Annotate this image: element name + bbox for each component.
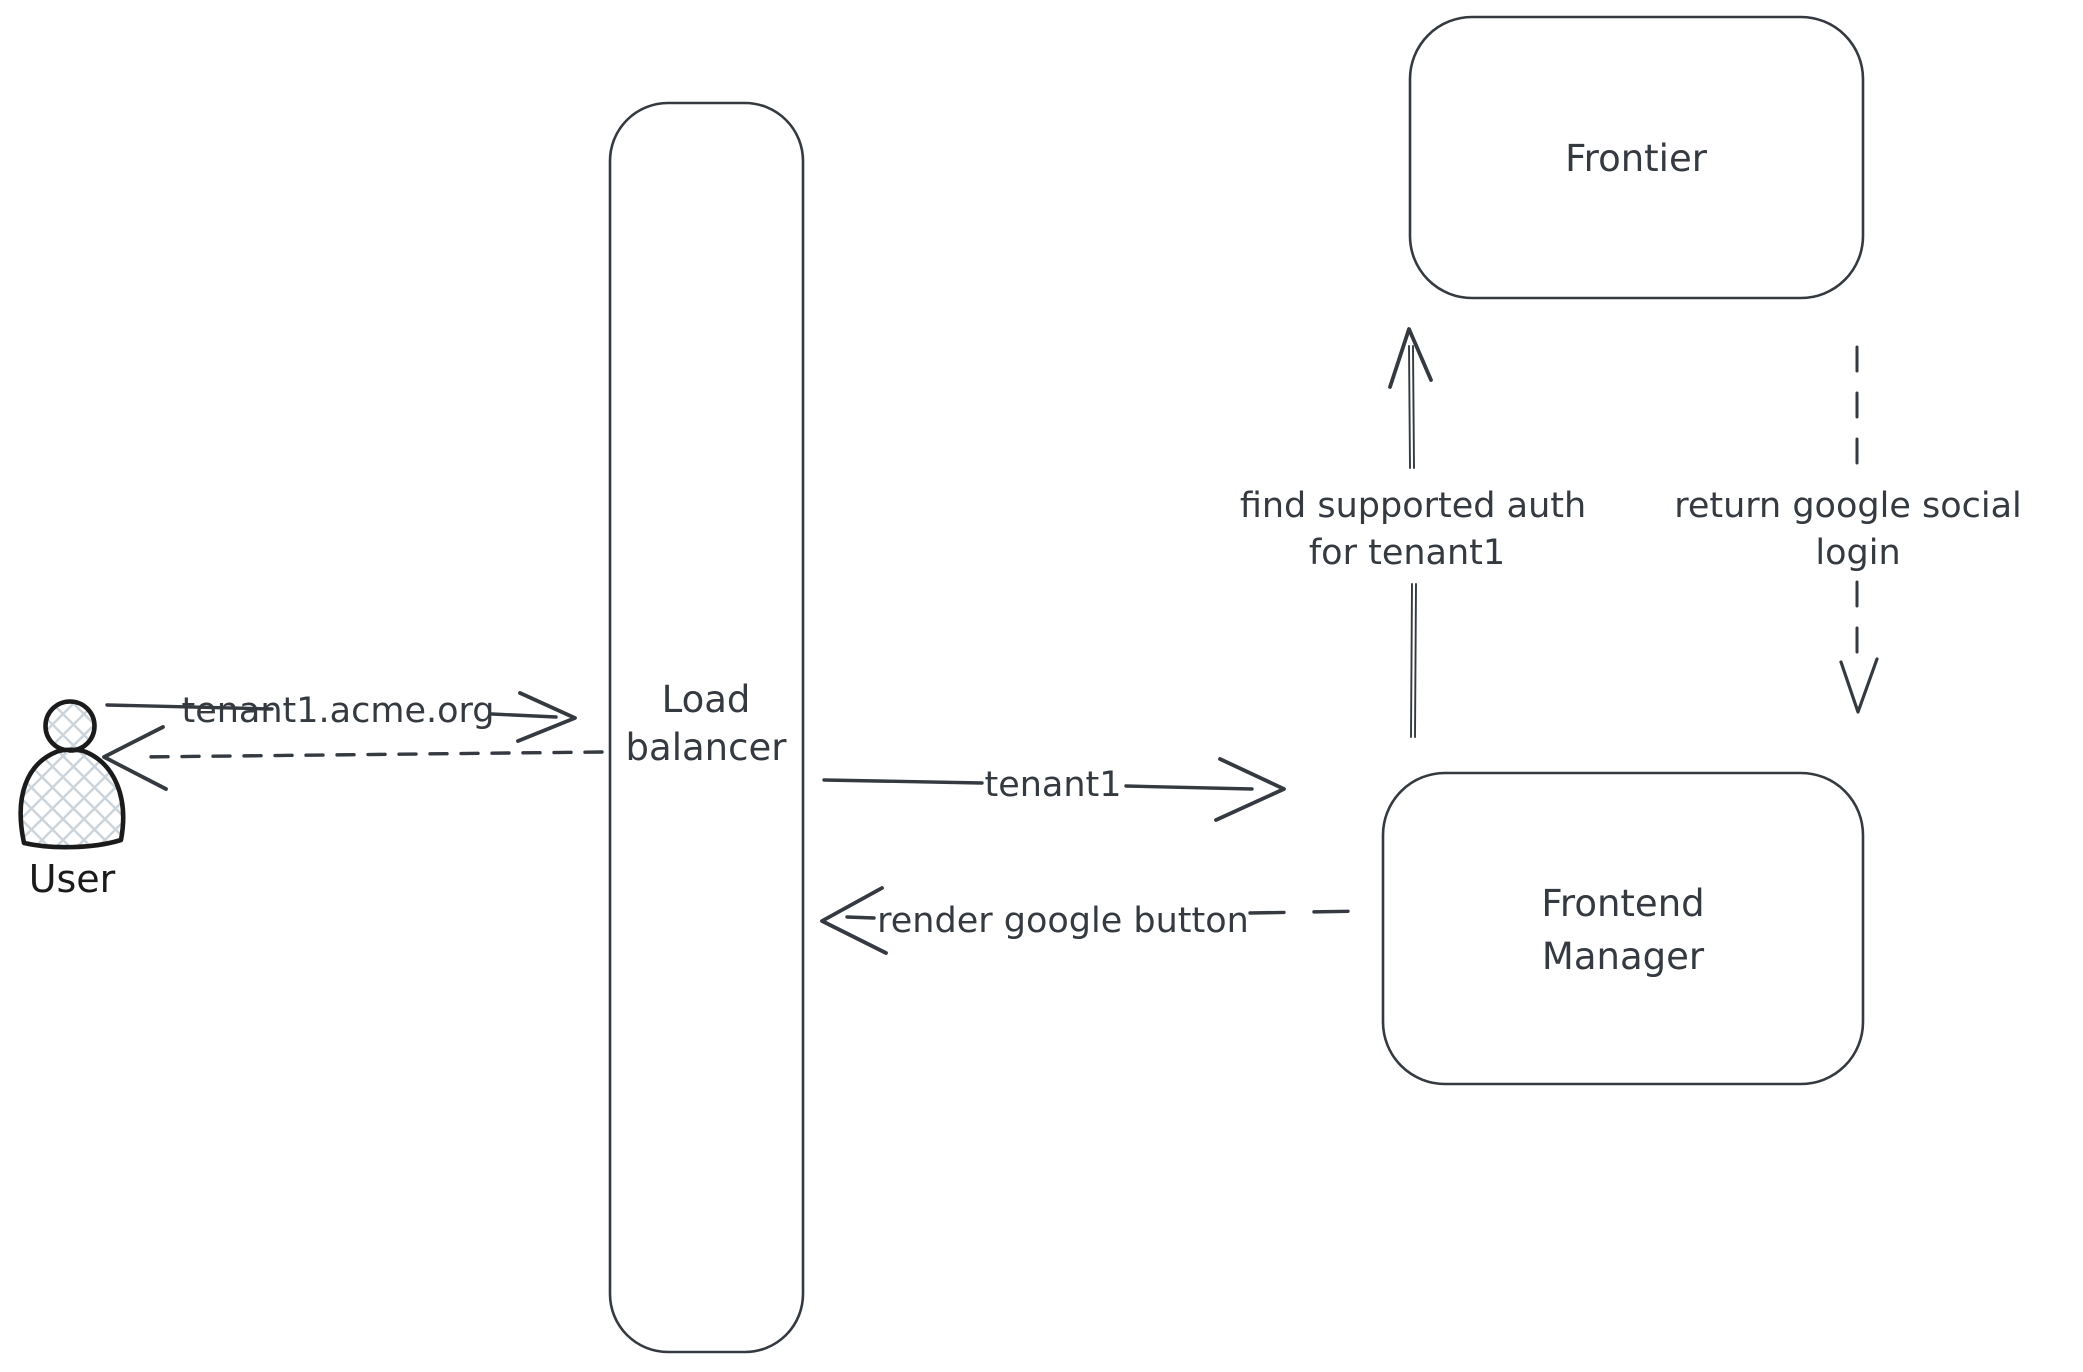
arrow-frontend-manager-to-frontier: find supported auth for tenant1 bbox=[1240, 327, 1586, 738]
load-balancer-label-line2: balancer bbox=[626, 726, 788, 769]
arrow-right-icon bbox=[516, 691, 577, 743]
user-icon bbox=[18, 699, 126, 850]
arrow-label-return-google-social: return google social bbox=[1674, 486, 2022, 526]
arrow-label-tenant1: tenant1 bbox=[984, 765, 1121, 805]
arrow-right-icon bbox=[1214, 757, 1286, 822]
arrow-user-to-load-balancer: tenant1.acme.org bbox=[105, 691, 577, 743]
load-balancer-node: Load balancer bbox=[608, 101, 805, 1354]
arrow-left-icon bbox=[820, 886, 888, 955]
arrow-load-balancer-to-user bbox=[102, 725, 604, 791]
arrow-load-balancer-to-frontend-manager: tenant1 bbox=[822, 757, 1286, 822]
arrow-label-render-google-button: render google button bbox=[877, 901, 1249, 941]
arrow-left-icon bbox=[102, 725, 168, 791]
arrow-up-icon bbox=[1388, 327, 1433, 389]
frontend-manager-label-line2: Manager bbox=[1542, 935, 1705, 978]
arrow-down-icon bbox=[1839, 657, 1879, 714]
frontend-manager-node: Frontend Manager bbox=[1381, 771, 1865, 1086]
user-actor: User bbox=[18, 699, 126, 901]
arrow-label-find-supported-auth: find supported auth bbox=[1240, 486, 1586, 526]
arrow-label-for-tenant1: for tenant1 bbox=[1309, 533, 1505, 573]
user-label: User bbox=[29, 857, 116, 901]
arrow-frontend-manager-to-load-balancer: render google button bbox=[820, 886, 1366, 955]
load-balancer-label-line1: Load bbox=[662, 678, 751, 721]
arrow-label-tenant1-acme-org: tenant1.acme.org bbox=[181, 691, 494, 731]
frontend-manager-label-line1: Frontend bbox=[1541, 882, 1704, 925]
frontier-label: Frontier bbox=[1565, 137, 1708, 180]
frontier-node: Frontier bbox=[1408, 15, 1865, 300]
arrow-frontier-to-frontend-manager: return google social login bbox=[1674, 345, 2022, 714]
arrow-label-login: login bbox=[1815, 533, 1900, 573]
